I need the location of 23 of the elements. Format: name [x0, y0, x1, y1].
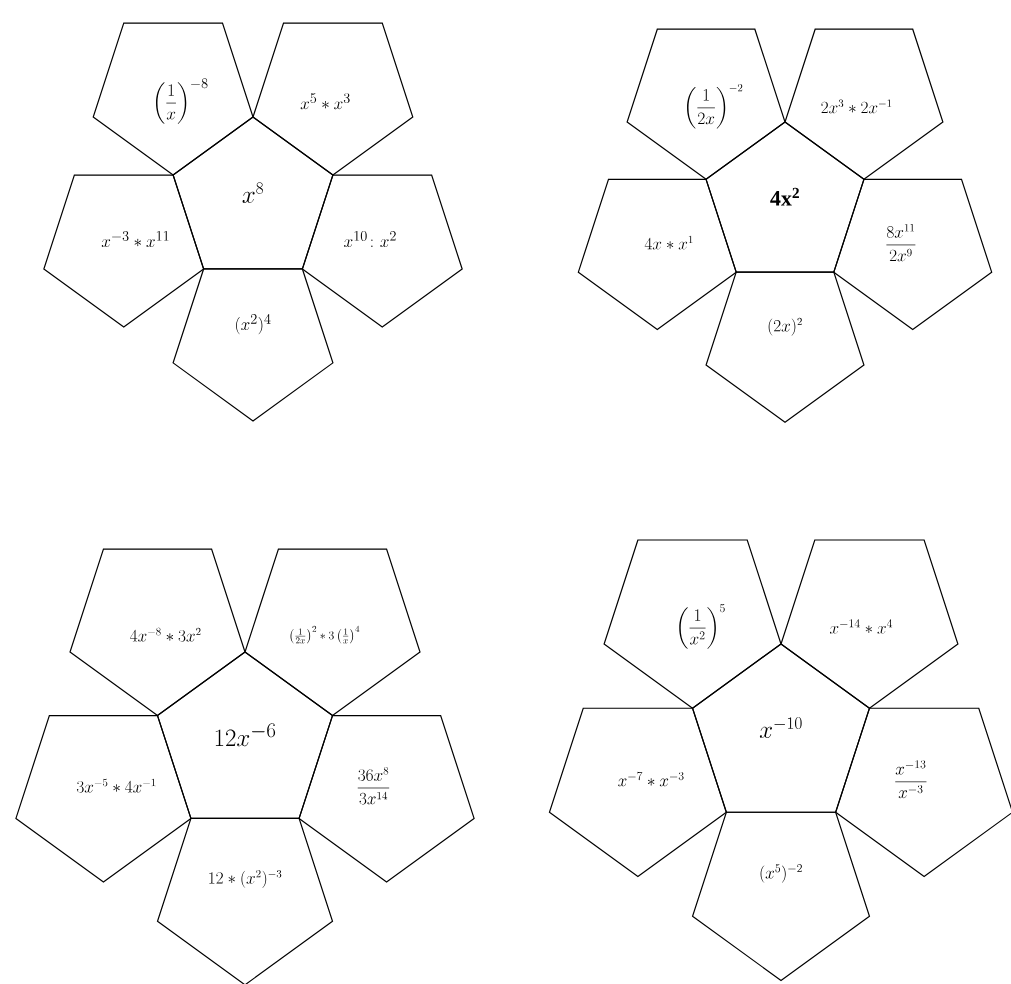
petal-pentagon: $x^{10}\colon x^{2}$	[301, 174, 463, 328]
petal-pentagon: $x^{-3}\ast x^{11}$	[43, 174, 205, 328]
node-label: $x^{-10}$	[759, 717, 802, 739]
petal-pentagon: $(x^{5})^{-2}$	[691, 811, 871, 982]
petal-pentagon: $x^{-14}\ast x^{4}$	[780, 539, 959, 709]
petal-pentagon: $\left(\dfrac{1}{2x}\right)^{-2}$	[626, 28, 786, 181]
petal-pentagon: $12\ast (x^{2})^{-3}$	[156, 817, 334, 984]
petal-pentagon: $x^{-7}\ast x^{-3}$	[548, 707, 728, 878]
node-label: $\mathbf{4x^{2}}$	[770, 187, 799, 206]
petal-pentagon: $3x^{-5}\ast 4x^{-1}$	[15, 714, 192, 883]
petal-pentagon: $\left(\tfrac{1}{2x}\right)^{2}\ast 3\left(\tfrac{1}{x}\right)^{4}$	[244, 548, 421, 717]
petal-pentagon: $x^{5}\ast x^{3}$	[252, 22, 414, 176]
petal-pentagon: $4x\ast x^{1}$	[577, 178, 737, 331]
petal-pentagon: $\left(\dfrac{1}{x^{2}}\right)^{5}$	[603, 539, 782, 709]
petal-pentagon: $2x^{3}\ast 2x^{-1}$	[784, 28, 944, 181]
petal-pentagon: $\dfrac{36x^{8}}{3x^{14}}$	[298, 714, 475, 883]
petal-pentagon: $(x^{2})^{4}$	[172, 268, 334, 422]
node-label: $x^{8}$	[242, 182, 264, 203]
petal-pentagon: $\dfrac{8x^{11}}{2x^{9}}$	[833, 178, 993, 331]
petal-pentagon: $\left(\dfrac{1}{x}\right)^{-8}$	[92, 22, 254, 176]
petal-pentagon: $4x^{-8}\ast 3x^{2}$	[69, 548, 246, 717]
petal-pentagon: $\dfrac{x^{-13}}{x^{-3}}$	[834, 707, 1011, 878]
node-label: $12x^{-6}$	[215, 723, 276, 747]
